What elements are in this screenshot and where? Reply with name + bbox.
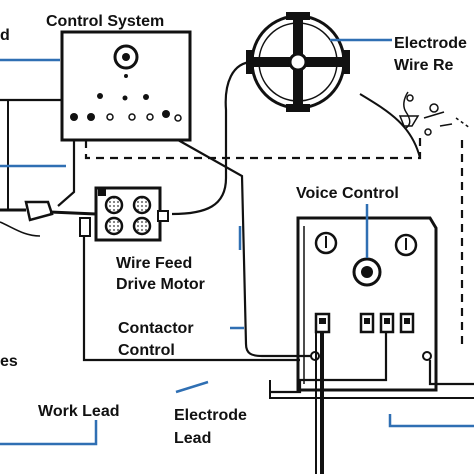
wire-feed-label-line1: Wire Feed bbox=[116, 255, 192, 272]
welding-gun-icon bbox=[398, 91, 471, 136]
control-system-label: Control System bbox=[46, 13, 164, 30]
terminal-icon bbox=[162, 110, 170, 118]
terminal-icon bbox=[70, 113, 78, 121]
electrode-wire-reel-label-line1: Electrode bbox=[394, 35, 467, 52]
wire-feed-label-line2: Drive Motor bbox=[116, 276, 205, 293]
electrode-lead-label-line1: Electrode bbox=[174, 407, 247, 424]
contactor-control-label-line2: Control bbox=[118, 342, 175, 359]
contactor-control-label-line1: Contactor bbox=[118, 320, 194, 337]
left-cut-label-bottom: es bbox=[0, 353, 18, 370]
voice-control-label: Voice Control bbox=[296, 185, 399, 202]
wire-reel bbox=[246, 12, 350, 112]
control-system-box bbox=[60, 30, 192, 142]
leader-line bbox=[0, 420, 98, 446]
wiring bbox=[0, 60, 474, 474]
leader-line bbox=[388, 414, 474, 428]
electrode-wire-reel-label-line2: Wire Re bbox=[394, 57, 454, 74]
leader-line bbox=[175, 380, 209, 394]
wire-feed-drive-motor bbox=[94, 186, 169, 242]
electrode-lead-label-line2: Lead bbox=[174, 430, 211, 447]
label-leader-lines bbox=[0, 38, 474, 446]
work-lead-label: Work Lead bbox=[38, 403, 120, 420]
left-cut-label-top: d bbox=[0, 27, 10, 44]
terminal-icon bbox=[87, 113, 95, 121]
power-source-box bbox=[296, 216, 438, 392]
